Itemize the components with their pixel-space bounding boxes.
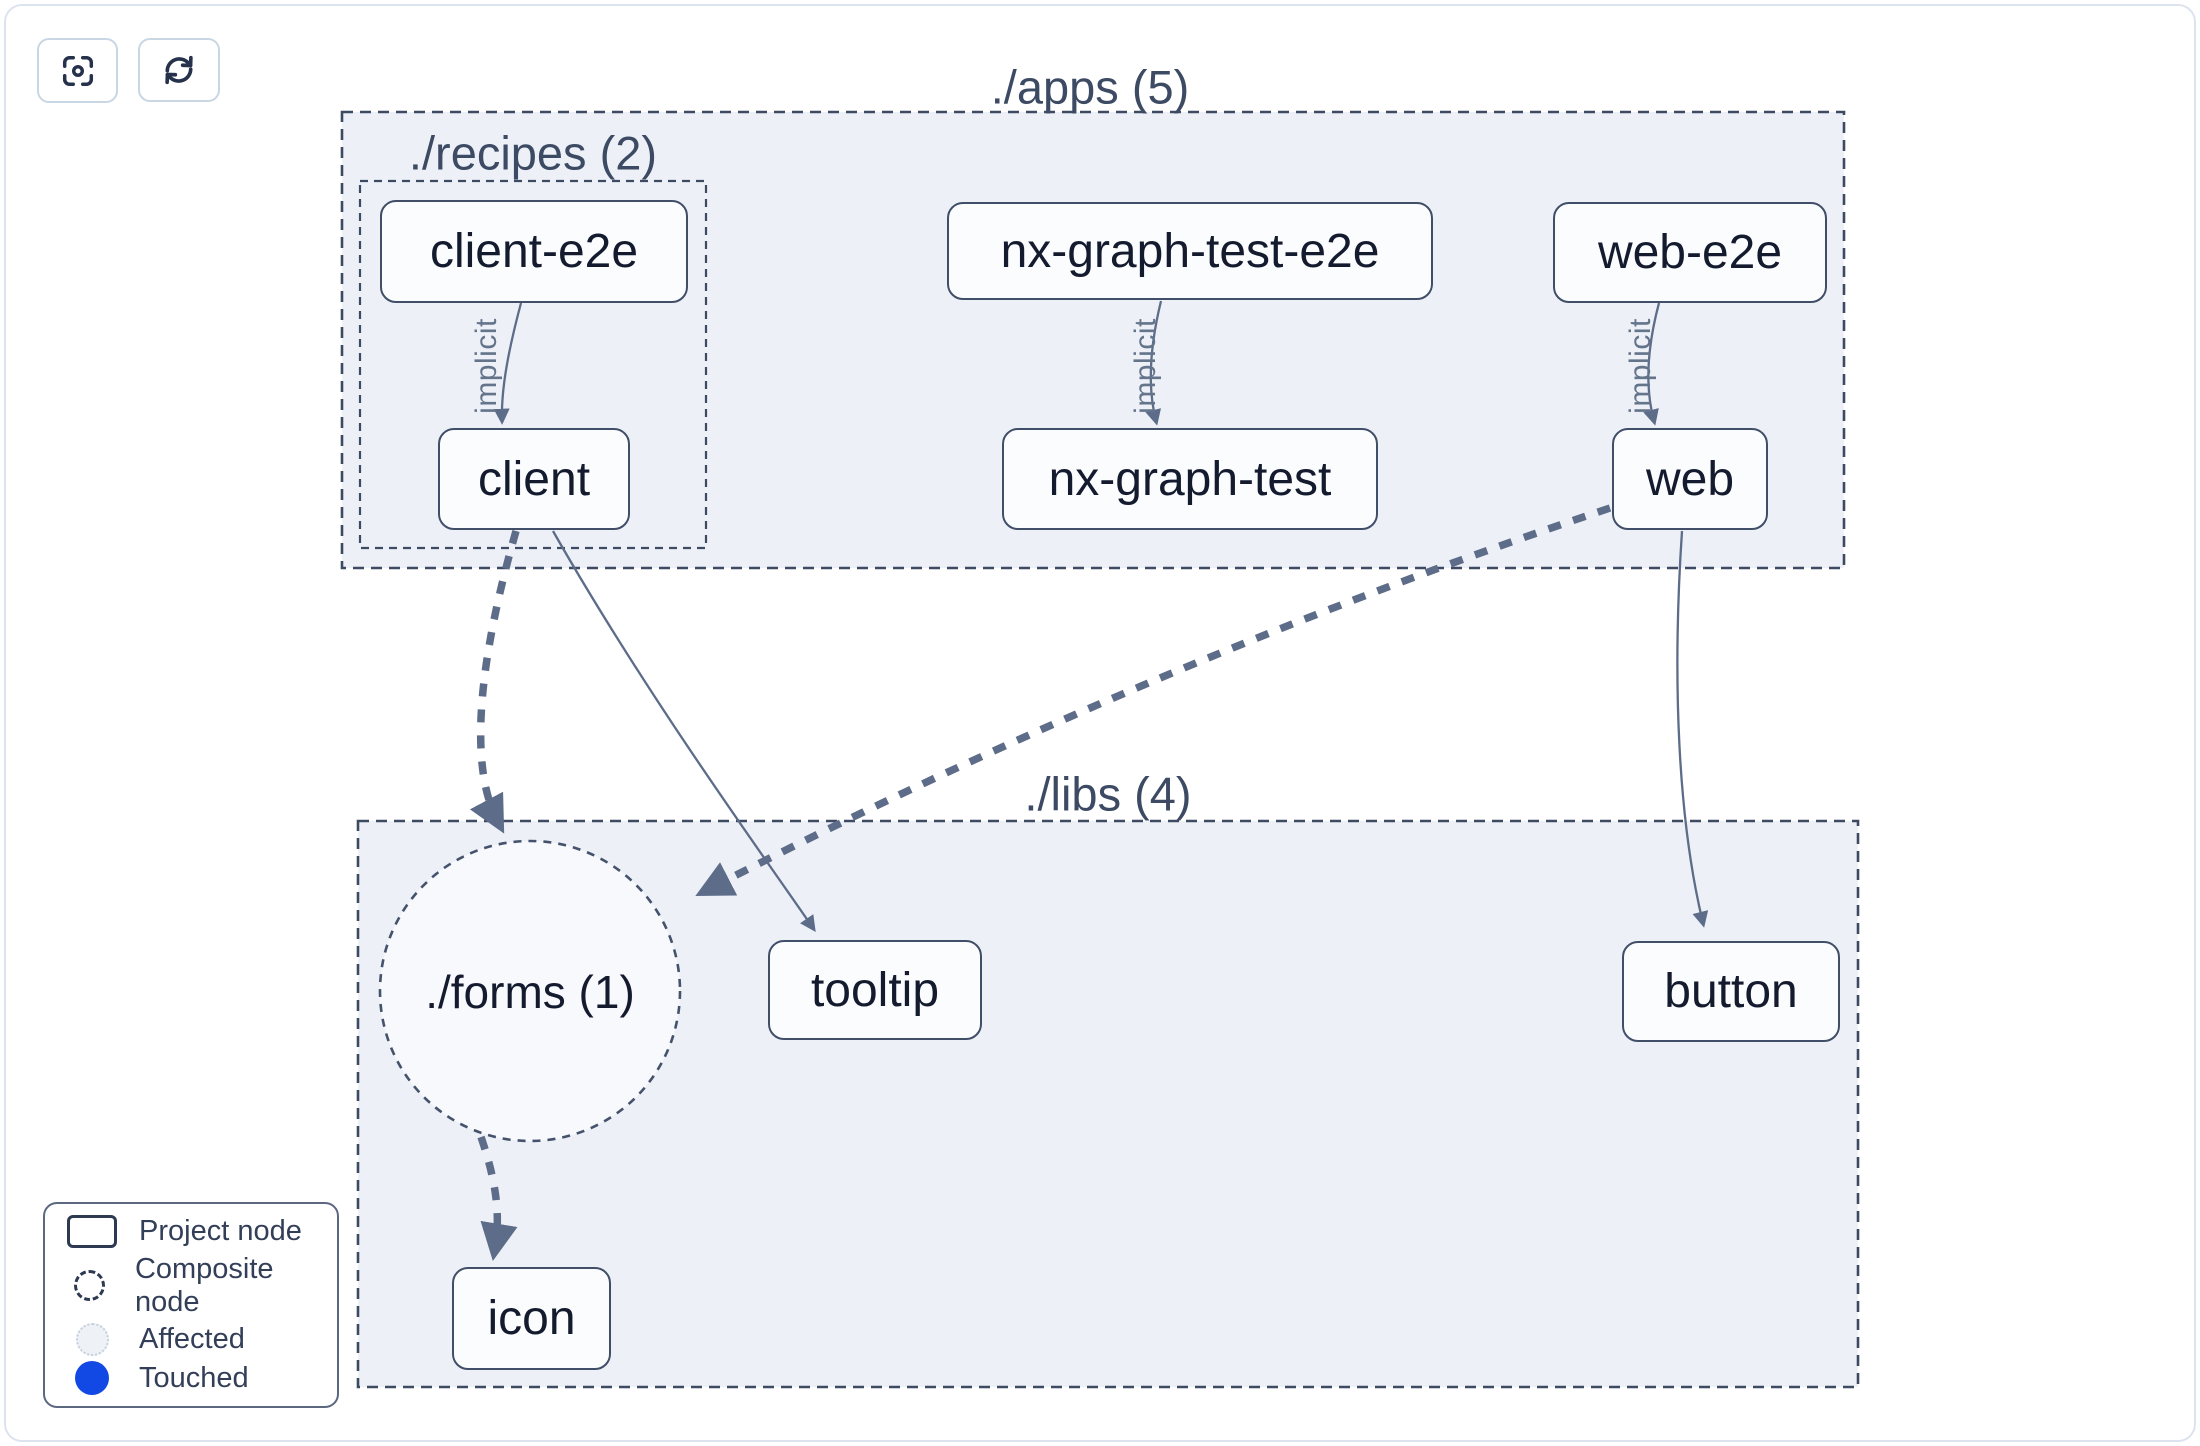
refresh-graph-button[interactable] — [138, 38, 220, 102]
composite-node-icon — [74, 1270, 106, 1302]
project-node-button[interactable]: button — [1622, 941, 1840, 1042]
affected-icon — [75, 1323, 109, 1357]
legend-item-affected: Affected — [45, 1323, 337, 1357]
project-node-tooltip[interactable]: tooltip — [768, 940, 982, 1040]
edge-label-implicit-web: implicit — [1624, 318, 1657, 414]
project-node-nx-graph-test-e2e[interactable]: nx-graph-test-e2e — [947, 202, 1433, 300]
project-node-nx-graph-test[interactable]: nx-graph-test — [1002, 428, 1378, 530]
legend-label-touched: Touched — [139, 1361, 249, 1394]
edge-label-implicit-client: implicit — [470, 318, 503, 414]
center-graph-button[interactable] — [37, 38, 118, 103]
edge-client-forms — [469, 529, 520, 834]
project-node-web-e2e[interactable]: web-e2e — [1553, 202, 1827, 303]
edge-web-e2e-web — [1643, 302, 1661, 426]
edge-web-forms — [695, 504, 1612, 897]
forms-composite-node[interactable] — [378, 839, 682, 1143]
refresh-icon — [159, 51, 199, 89]
forms-composite-label[interactable]: ./forms (1) — [425, 966, 635, 1018]
apps-container-label[interactable]: ./apps (5) — [990, 60, 1190, 114]
legend-item-project-node: Project node — [45, 1214, 337, 1248]
legend-item-touched: Touched — [45, 1361, 337, 1396]
touched-icon — [75, 1361, 109, 1396]
edge-client-e2e-client — [493, 302, 523, 425]
project-node-client[interactable]: client — [438, 428, 630, 530]
legend-label-project-node: Project node — [139, 1214, 302, 1247]
legend-item-composite-node: Composite node — [45, 1253, 337, 1319]
edge-label-implicit-nx-graph-test: implicit — [1129, 318, 1162, 414]
project-node-icon — [67, 1214, 117, 1248]
legend-label-composite-node: Composite node — [134, 1252, 274, 1318]
project-node-client-e2e[interactable]: client-e2e — [380, 200, 688, 303]
edge-client-tooltip — [552, 530, 816, 932]
recipes-container[interactable] — [358, 179, 708, 550]
legend-label-affected: Affected — [139, 1323, 245, 1356]
edge-forms-icon — [477, 1135, 518, 1261]
recipes-container-label[interactable]: ./recipes (2) — [408, 126, 658, 180]
libs-container-label[interactable]: ./libs (4) — [1024, 767, 1192, 821]
project-node-web[interactable]: web — [1612, 428, 1768, 530]
project-node-icon[interactable]: icon — [452, 1267, 611, 1370]
edge-nx-graph-test-e2e-nx-graph-test — [1145, 300, 1163, 426]
legend-panel: Project node Composite node Affected Tou… — [43, 1202, 339, 1408]
edge-web-button — [1676, 530, 1709, 928]
focus-icon — [58, 52, 98, 90]
